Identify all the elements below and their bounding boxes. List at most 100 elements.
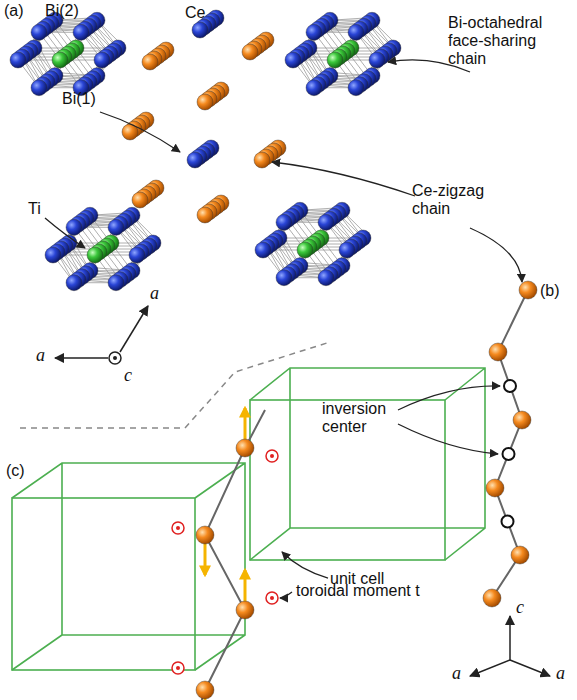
bi-atom	[318, 214, 334, 230]
bi-atom	[129, 247, 145, 263]
leader-arrow	[272, 162, 415, 196]
toroidal-symbol	[266, 450, 278, 462]
callout-text: Ce-zigzag chain	[412, 182, 512, 218]
bi-atom	[94, 52, 110, 68]
toroidal-dot	[176, 526, 180, 530]
ce-atom	[236, 601, 254, 619]
atom-label: Ce	[185, 4, 205, 22]
cell-edges	[250, 368, 485, 560]
ce-atom	[242, 44, 258, 60]
bond-lines	[53, 212, 157, 282]
bi-atom	[73, 24, 89, 40]
axes-b	[470, 616, 550, 676]
cell-face	[12, 498, 195, 670]
ce-atom	[197, 94, 213, 110]
ti-atom	[297, 242, 313, 258]
callout-text: Bi-octahedral face-sharing chain	[448, 14, 568, 68]
bi-atom	[276, 214, 292, 230]
unit-cell-c	[12, 463, 245, 670]
divider-line	[20, 342, 330, 428]
atom-label: Bi(1)	[62, 90, 96, 108]
zigzag-chain-c	[172, 408, 278, 700]
cell-edges	[12, 463, 245, 670]
axis-arrow	[510, 660, 550, 676]
bi-atom	[369, 52, 385, 68]
bi-atom	[348, 80, 364, 96]
axis-label: a	[452, 664, 461, 682]
bi-atom	[66, 219, 82, 235]
leader-arrow	[100, 112, 180, 152]
axis-arrow	[55, 357, 108, 359]
toroidal-symbol	[172, 662, 184, 674]
ce-atom	[486, 479, 504, 497]
ce-atom	[132, 192, 148, 208]
chain-line	[492, 290, 528, 598]
bi-atom	[192, 22, 208, 38]
leader-arrow	[45, 218, 85, 248]
axis-label: c	[516, 598, 524, 616]
leader-arrow	[282, 552, 328, 578]
leader-arrow	[398, 424, 498, 454]
bi-atom	[306, 24, 322, 40]
axes-a	[55, 306, 148, 364]
leader-arrow	[470, 228, 522, 282]
bi-atom	[255, 242, 271, 258]
axis-label: c	[124, 366, 132, 384]
bi-atom	[276, 270, 292, 286]
bond-lines	[18, 17, 122, 87]
unit-cell-b	[250, 368, 485, 560]
toroidal-dot	[270, 596, 274, 600]
ce-atom	[196, 681, 214, 699]
ce-atom	[236, 439, 254, 457]
ce-atom	[142, 54, 158, 70]
toroidal-symbol	[266, 592, 278, 604]
leader-arrow	[398, 386, 500, 410]
bi-atom	[187, 152, 203, 168]
chain-line	[198, 410, 265, 700]
ce-atom	[511, 546, 529, 564]
axis-label: a	[150, 284, 159, 302]
toroidal-dot	[176, 666, 180, 670]
axis-arrow	[509, 616, 511, 660]
bond-lines	[263, 207, 367, 277]
axis-arrow	[470, 660, 510, 676]
bi-atom	[45, 247, 61, 263]
bi-atom	[108, 219, 124, 235]
axis-out-of-page	[109, 352, 121, 364]
axis-label: a	[556, 664, 565, 682]
bi-atom	[66, 275, 82, 291]
ce-atom	[254, 152, 270, 168]
ti-atom	[52, 52, 68, 68]
bi-atom	[318, 270, 334, 286]
structure-panel-a	[10, 10, 401, 291]
ce-atom	[483, 589, 501, 607]
bi-atom	[31, 24, 47, 40]
leader-arrow	[280, 592, 292, 598]
axis-dot	[113, 356, 117, 360]
inversion-center	[502, 516, 514, 528]
inversion-center	[504, 380, 516, 392]
panel-label: (a)	[4, 2, 24, 20]
bi-atom	[108, 275, 124, 291]
panel-label: (c)	[6, 462, 25, 480]
bond-lines	[293, 17, 397, 87]
callout-text: inversion center	[322, 400, 402, 436]
axis-arrow	[120, 306, 148, 352]
toroidal-symbol	[172, 522, 184, 534]
callout-text: toroidal moment t	[296, 582, 426, 600]
bi-atom	[306, 80, 322, 96]
inversion-center	[503, 448, 515, 460]
ce-atom	[519, 281, 537, 299]
ti-atom	[327, 52, 343, 68]
bi-atom	[339, 242, 355, 258]
bi-atom	[10, 52, 26, 68]
ti-atom	[87, 247, 103, 263]
atom-label: Ti	[28, 200, 41, 218]
ce-atom	[489, 343, 507, 361]
ce-atom	[513, 411, 531, 429]
zigzag-chain-b	[483, 281, 537, 607]
bi-atom	[348, 24, 364, 40]
bi-atom	[285, 52, 301, 68]
bi-atom	[31, 80, 47, 96]
leader-arrows	[45, 60, 522, 598]
